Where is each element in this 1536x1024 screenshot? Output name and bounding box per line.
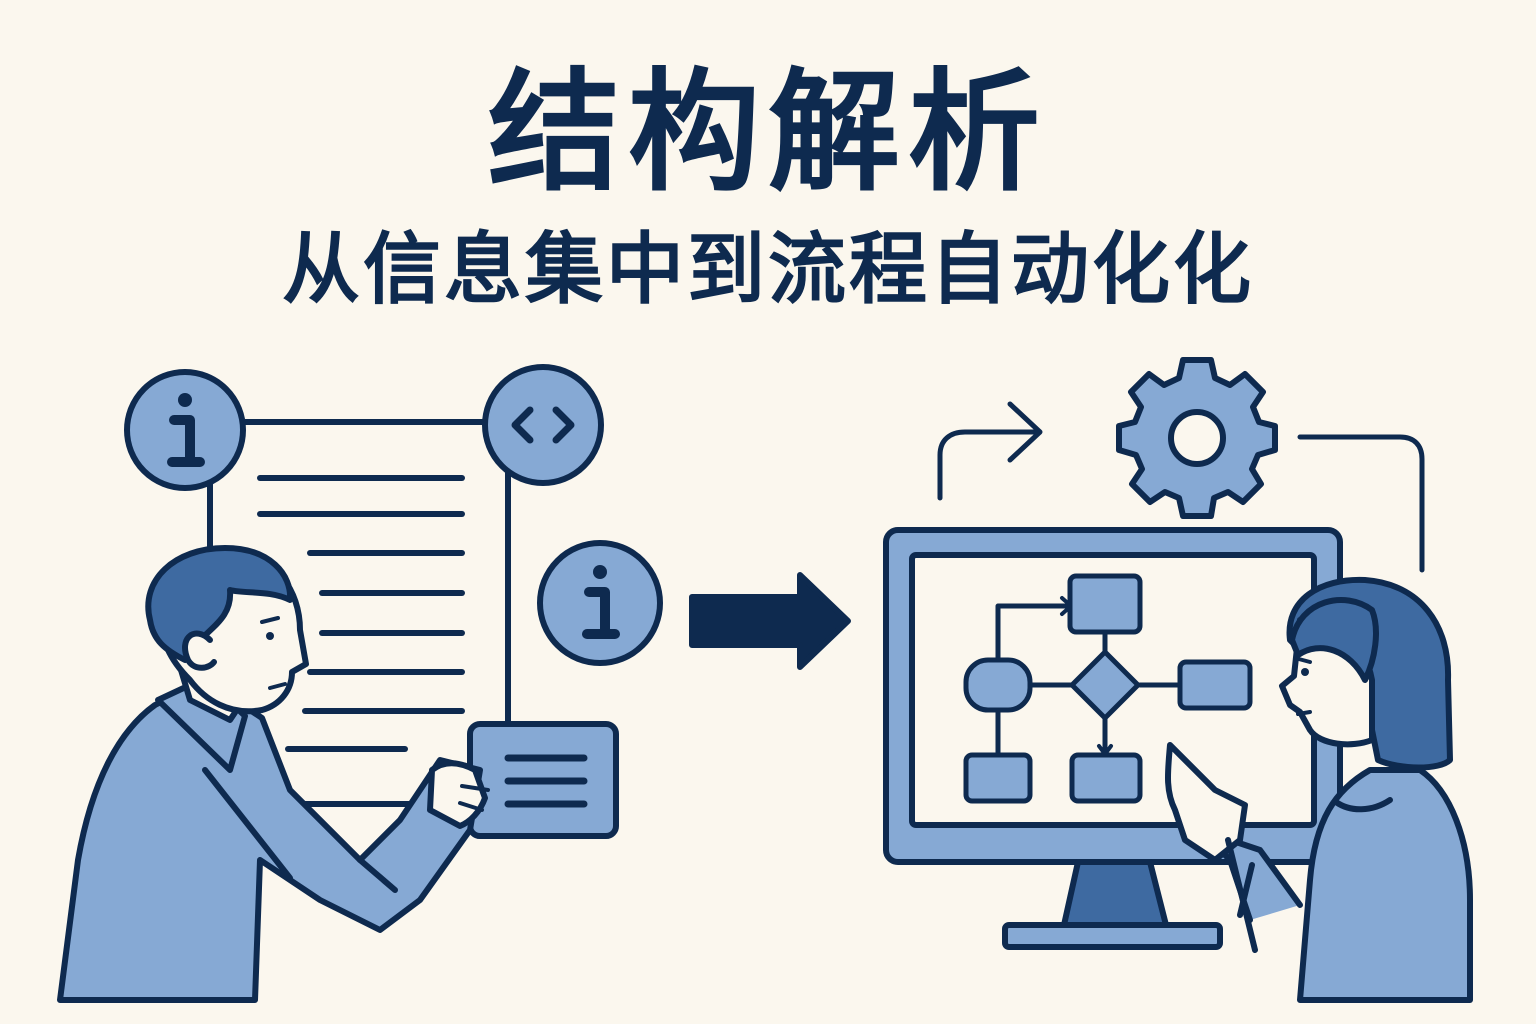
gear-icon	[1116, 357, 1278, 519]
text-card	[467, 721, 619, 839]
page-title: 结构解析	[488, 56, 1048, 210]
document-text-lines	[257, 475, 465, 752]
info-icon	[124, 369, 246, 491]
man-figure	[57, 545, 490, 1003]
flowchart-icon	[963, 573, 1253, 804]
page-subtitle: 从信息集中到流程自动化化	[281, 225, 1254, 315]
redo-arrow-icon	[937, 401, 1043, 501]
arrow-right-icon	[689, 572, 851, 670]
connector-line	[1297, 434, 1425, 573]
woman-figure	[1164, 576, 1473, 1003]
code-brackets-icon	[482, 364, 604, 486]
info-icon	[537, 540, 663, 666]
